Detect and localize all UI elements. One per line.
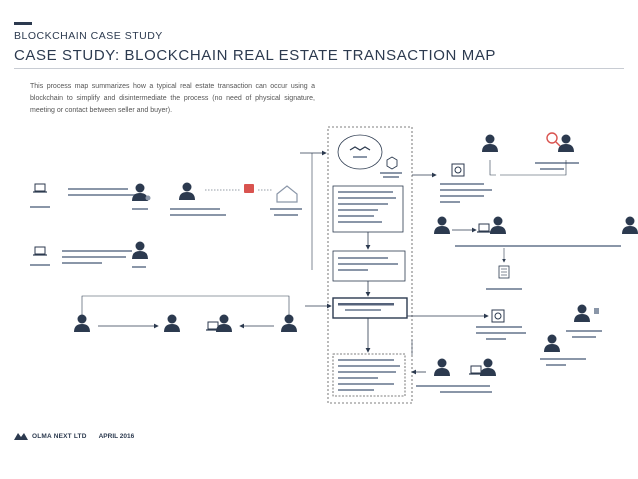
header-kicker: BLOCKCHAIN CASE STUDY [14, 30, 163, 42]
person-bottom-right-row [434, 358, 450, 376]
person-bottom-right-row-2 [480, 358, 496, 376]
agent-avatar [179, 182, 195, 200]
person-top-right [482, 134, 498, 152]
person-mid-3 [622, 216, 638, 234]
page-title: CASE STUDY: BLOCKCHAIN REAL ESTATE TRANS… [14, 47, 497, 64]
intro-paragraph: This process map summarizes how a typica… [30, 83, 315, 114]
laptop-bottom-right [468, 365, 484, 375]
blockchain-column-border [327, 126, 413, 404]
footer: OLMA NEXT LTD APRIL 2016 [14, 432, 134, 440]
blockchain-cube-icon [380, 156, 402, 178]
land-registry-box [332, 353, 406, 397]
person-inspector [558, 134, 574, 152]
footer-company: OLMA NEXT LTD [32, 432, 87, 440]
escrow-box [332, 250, 406, 282]
person-right-bottom [574, 304, 590, 322]
safe-icon-right [491, 309, 505, 323]
house-icon [276, 185, 298, 203]
company-logo-icon [14, 433, 28, 440]
document-icon-right [498, 265, 510, 279]
person-right-lower [544, 334, 560, 352]
agent-avatar-bottom [164, 314, 180, 332]
laptop-icon-2 [32, 246, 48, 256]
safe-icon-top [451, 163, 465, 177]
footer-date: APRIL 2016 [98, 432, 135, 440]
buyer-avatar-bottom [74, 314, 90, 332]
laptop-mid [476, 223, 492, 233]
multi-signature-box [332, 297, 408, 319]
contract-steps-box [332, 185, 404, 233]
handshake-node [337, 134, 383, 170]
person-mid-1 [434, 216, 450, 234]
header-divider [14, 68, 624, 69]
thumbs-up-icon [244, 184, 254, 193]
header-accent-bar [14, 22, 32, 25]
seller-laptop-icon [32, 183, 48, 193]
seller-avatar [132, 241, 148, 259]
person-mid-2 [490, 216, 506, 234]
inspector-icon [546, 132, 561, 147]
seller-avatar-bottom [281, 314, 297, 332]
